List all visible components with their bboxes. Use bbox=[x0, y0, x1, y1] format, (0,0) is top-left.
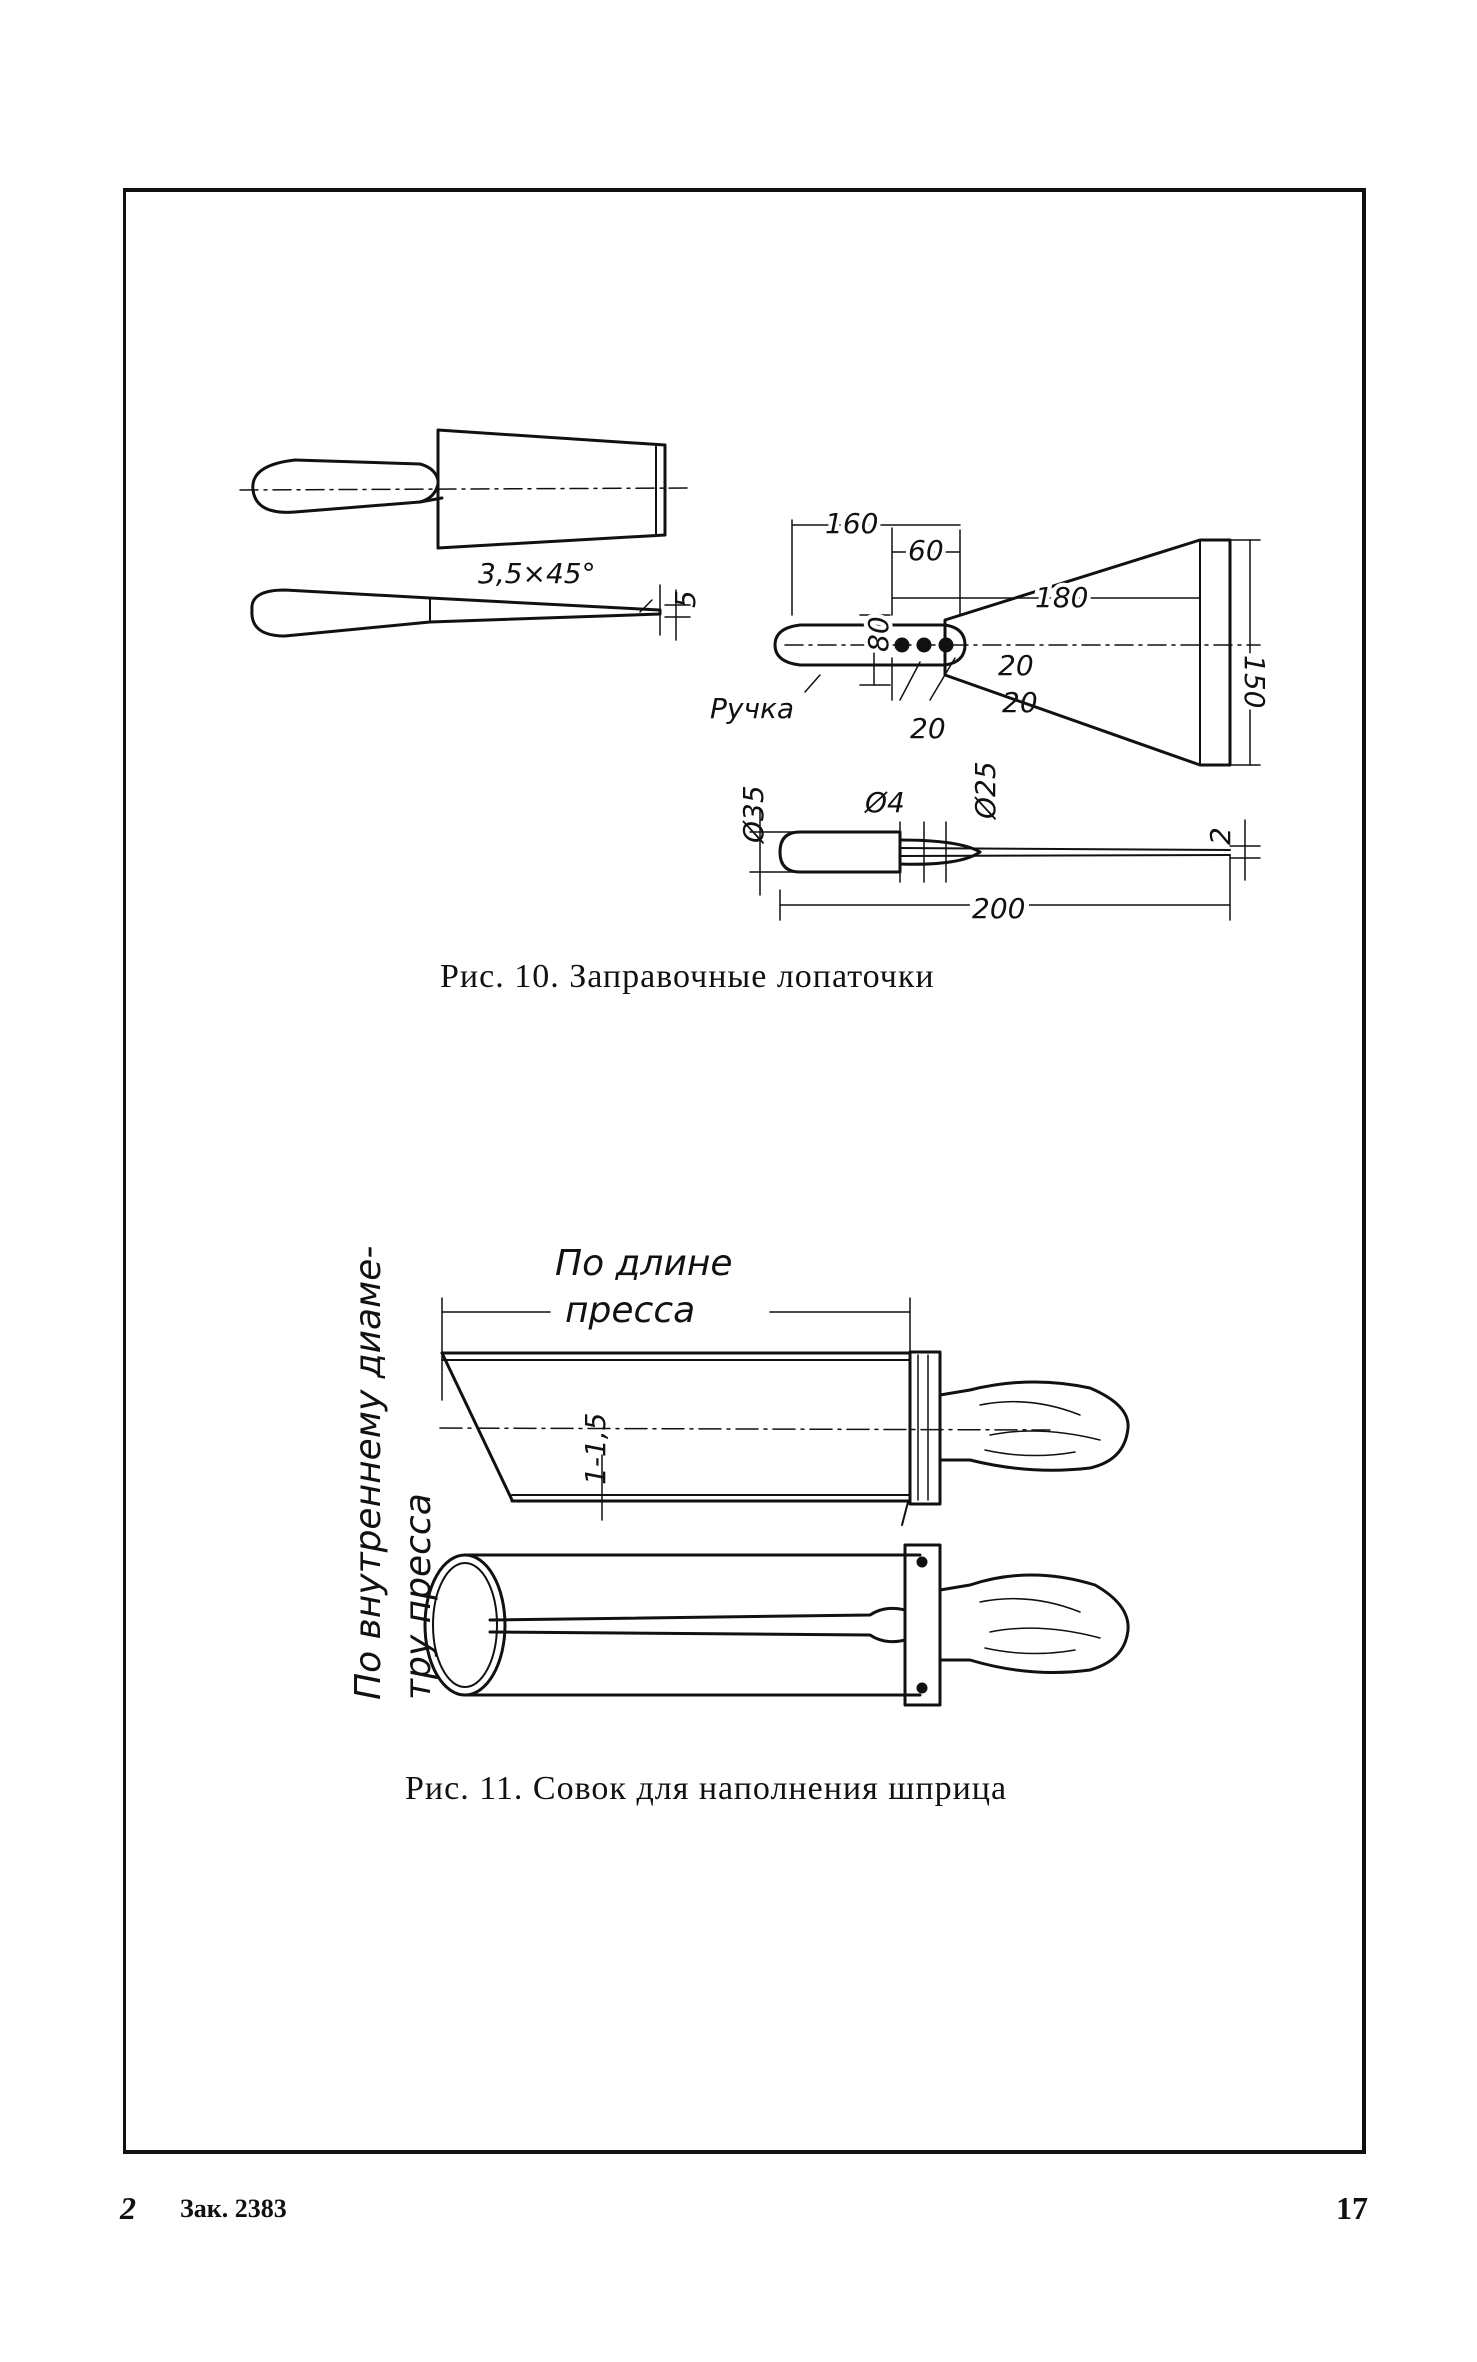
sheet-mark: 2 bbox=[120, 2190, 136, 2226]
order-mark: Зак. 2383 bbox=[180, 2194, 287, 2223]
spatula-side-view bbox=[250, 584, 691, 641]
label-length-line1: По длине bbox=[555, 1243, 733, 1284]
label-dia-35: Ø35 bbox=[737, 785, 770, 844]
spatula-top-view bbox=[239, 428, 691, 550]
spatula-plan-dimensioned bbox=[773, 519, 1261, 767]
label-len-60: 60 bbox=[908, 534, 944, 567]
page-number: 17 bbox=[1336, 2190, 1368, 2226]
spatula-side-section bbox=[749, 809, 1261, 921]
label-len-200: 200 bbox=[972, 892, 1025, 925]
label-len-160: 160 bbox=[825, 507, 878, 540]
label-len-180: 180 bbox=[1035, 581, 1088, 614]
figure-11-drawing: По длине пресса 1-1,5 bbox=[423, 1243, 1130, 1707]
label-chamfer: 3,5×45° bbox=[478, 557, 596, 590]
figure-10-caption: Рис. 10. Заправочные лопаточки bbox=[440, 958, 935, 995]
label-gap-20a: 20 bbox=[998, 649, 1034, 682]
label-handle: Ручка bbox=[710, 692, 794, 725]
figure-11-caption: Рис. 11. Совок для наполнения шприца bbox=[405, 1770, 1008, 1807]
label-width-150: 150 bbox=[1238, 655, 1271, 708]
label-chamfer-thk: 5 bbox=[669, 590, 702, 608]
label-gap-20b: 20 bbox=[1002, 686, 1038, 719]
label-gap-20c: 20 bbox=[910, 712, 946, 745]
label-diameter-line2: тру пресса bbox=[398, 1493, 439, 1700]
label-wall: 1-1,5 bbox=[579, 1413, 612, 1485]
label-length-line2: пресса bbox=[565, 1290, 695, 1331]
figure-11-side-label: По внутреннему диаме- тру пресса bbox=[348, 1246, 439, 1700]
page-border-frame bbox=[123, 188, 1366, 2154]
figure-10-drawing: 3,5×45° 5 Ручка 160 60 180 150 80 20 20 … bbox=[239, 428, 1275, 930]
label-dia-25: Ø25 bbox=[969, 761, 1002, 820]
scoop-perspective-view bbox=[423, 1543, 1130, 1707]
scoop-section-view bbox=[439, 1297, 1130, 1526]
label-handle-80: 80 bbox=[862, 616, 895, 652]
label-dia-4: Ø4 bbox=[864, 786, 905, 819]
label-diameter-line1: По внутреннему диаме- bbox=[348, 1246, 389, 1700]
label-thk-2: 2 bbox=[1204, 827, 1237, 845]
